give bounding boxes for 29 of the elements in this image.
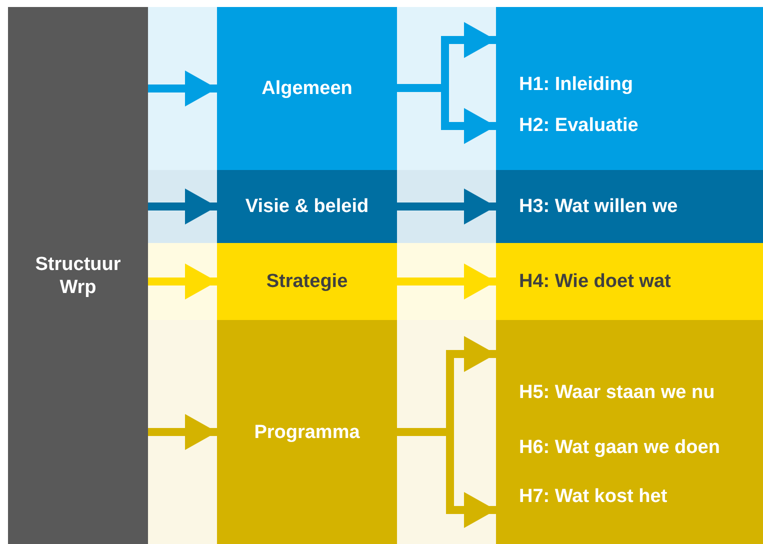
chapter-label: H2: Evaluatie <box>519 114 638 136</box>
chapter-box <box>496 472 763 544</box>
section-box <box>217 243 397 320</box>
section-box <box>217 170 397 243</box>
arrow <box>148 414 217 450</box>
title-box <box>8 7 148 544</box>
chapter-box <box>496 7 763 110</box>
arrow <box>397 264 496 300</box>
arrow <box>148 264 217 300</box>
chapter-box <box>496 170 763 243</box>
section-label: Visie & beleid <box>245 195 369 218</box>
chapter-label: H3: Wat willen we <box>519 195 678 218</box>
chapter-label: H5: Waar staan we nu <box>519 380 715 404</box>
chapter-label: H4: Wie doet wat <box>519 270 671 293</box>
chapter-label: H7: Wat kost het <box>519 484 668 508</box>
section-label: Programma <box>254 420 360 444</box>
chapter-box <box>496 110 763 170</box>
chapter-box <box>496 320 763 422</box>
arrow <box>148 70 217 106</box>
chapter-label: H6: Wat gaan we doen <box>519 436 720 458</box>
title-label: Structuur Wrp <box>34 252 122 298</box>
arrow <box>148 188 217 224</box>
arrow <box>397 188 496 224</box>
section-box <box>217 7 397 170</box>
section-label: Algemeen <box>262 77 352 100</box>
chapter-box <box>496 243 763 320</box>
chapter-label: H1: Inleiding <box>519 73 633 96</box>
section-box <box>217 320 397 544</box>
section-label: Strategie <box>266 270 348 293</box>
